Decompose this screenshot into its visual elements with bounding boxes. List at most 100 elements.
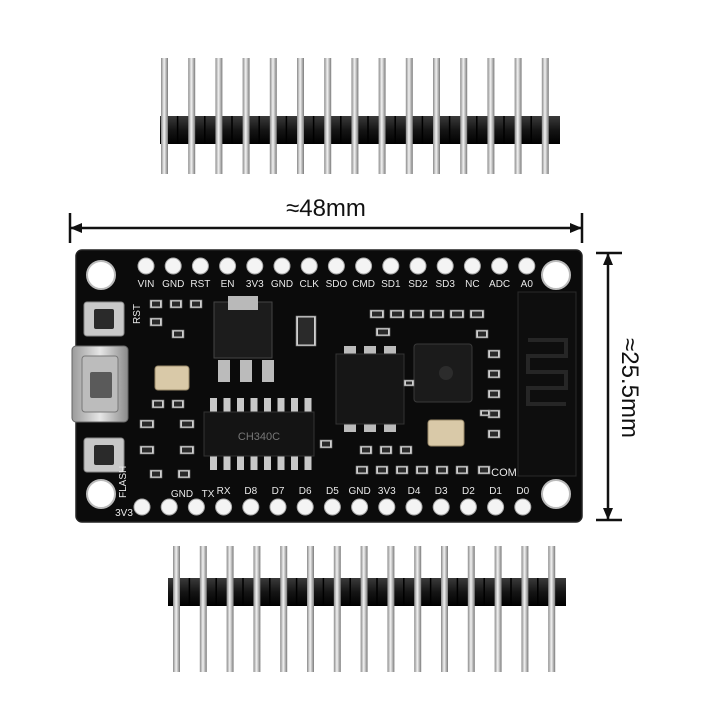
bottom-header-pin: [360, 546, 368, 672]
top-pin-label: ADC: [489, 279, 510, 290]
bottom-pin-header: [168, 546, 566, 672]
top-pin-label: EN: [221, 279, 235, 290]
bottom-header-pin: [253, 546, 261, 672]
bottom-pad: [296, 498, 314, 516]
crystal-oscillator: [154, 365, 190, 391]
bottom-header-pin: [521, 546, 529, 672]
esp8266-chip: [413, 343, 473, 403]
top-pin-label: 3V3: [246, 279, 264, 290]
mounting-holes: [86, 260, 571, 509]
bottom-header-pin: [199, 546, 207, 672]
bottom-header-pin: [226, 546, 234, 672]
top-pin-label: GND: [162, 279, 184, 290]
top-pad: [191, 257, 209, 275]
top-pad: [246, 257, 264, 275]
bottom-pin-label: D5: [326, 486, 339, 497]
top-header-pin: [378, 58, 386, 174]
bottom-pad: [459, 498, 477, 516]
bottom-pad: [487, 498, 505, 516]
bottom-pin-pads: [133, 498, 532, 516]
bottom-pin-label: 3V3: [378, 486, 396, 497]
bottom-header-pin: [387, 546, 395, 672]
top-pin-label: GND: [271, 279, 293, 290]
top-header-pin: [514, 58, 522, 174]
usb-serial-chip-marking: CH340C: [238, 431, 280, 443]
top-pin-label: SD1: [381, 279, 401, 290]
top-header-pin: [460, 58, 468, 174]
bottom-pad: [351, 498, 369, 516]
bottom-header-pin: [467, 546, 475, 672]
top-pin-label: A0: [521, 279, 534, 290]
bottom-pin-label: RX: [217, 486, 231, 497]
bottom-header-pin: [307, 546, 314, 672]
bottom-header-pin: [441, 546, 448, 672]
top-header-pin: [351, 58, 359, 174]
top-pin-pads: [137, 257, 536, 275]
height-dimension: ≈25.5mm: [596, 251, 643, 522]
width-label: ≈48mm: [286, 195, 366, 222]
bottom-pin-label: D8: [244, 486, 257, 497]
com-label: COM: [491, 467, 517, 479]
bottom-pin-label: GND: [171, 489, 193, 500]
antenna-area: [517, 291, 577, 477]
top-pin-label: VIN: [138, 279, 155, 290]
top-pin-label: SDO: [326, 279, 348, 290]
top-pad: [219, 257, 237, 275]
top-header-pin: [487, 58, 495, 174]
bottom-header-pin: [494, 546, 502, 672]
top-pad: [436, 257, 454, 275]
flash-button: [83, 437, 125, 473]
flash-side-label: FLASH: [118, 466, 129, 498]
top-pin-label: CMD: [352, 279, 375, 290]
top-pin-label: SD3: [435, 279, 455, 290]
top-header-pin: [242, 58, 250, 174]
top-header-pin: [405, 58, 413, 174]
bottom-pin-label: D1: [489, 486, 502, 497]
top-header-pin: [161, 58, 168, 174]
usb-serial-chip: CH340C: [203, 398, 315, 470]
top-pin-label: SD2: [408, 279, 428, 290]
top-header-pin: [215, 58, 223, 174]
top-pad: [463, 257, 481, 275]
bottom-header-pin: [333, 546, 341, 672]
bottom-pin-label: D6: [299, 486, 312, 497]
reset-button: [83, 301, 125, 337]
bottom-pad: [133, 498, 151, 516]
bottom-header-pin: [548, 546, 556, 672]
top-pad: [273, 257, 291, 275]
top-pad: [491, 257, 509, 275]
top-pad: [355, 257, 373, 275]
width-dimension: ≈48mm: [68, 195, 584, 243]
bottom-pad: [405, 498, 423, 516]
top-pad: [409, 257, 427, 275]
top-pad: [164, 257, 182, 275]
bottom-pad: [160, 498, 178, 516]
top-pin-label: CLK: [299, 279, 319, 290]
bottom-header-pin: [280, 546, 288, 672]
bottom-pad: [269, 498, 287, 516]
top-pin-label: NC: [465, 279, 479, 290]
bottom-pad: [215, 498, 233, 516]
top-header-pin: [433, 58, 440, 174]
top-header-pin: [541, 58, 549, 174]
top-pad: [300, 257, 318, 275]
top-header-pin: [269, 58, 277, 174]
bottom-pad: [242, 498, 260, 516]
bottom-pin-label: TX: [202, 489, 215, 500]
bottom-pad: [378, 498, 396, 516]
bottom-pin-label: D3: [435, 486, 448, 497]
bottom-pin-label: 3V3: [115, 508, 133, 519]
bottom-header-pin: [173, 546, 180, 672]
bottom-pin-label: D0: [516, 486, 529, 497]
top-pad: [137, 257, 155, 275]
bottom-pin-label: GND: [348, 486, 370, 497]
smd-components: [139, 299, 501, 479]
top-header-pin: [297, 58, 304, 174]
height-label: ≈25.5mm: [616, 338, 643, 438]
bottom-pin-label: D7: [272, 486, 285, 497]
top-pad: [382, 257, 400, 275]
